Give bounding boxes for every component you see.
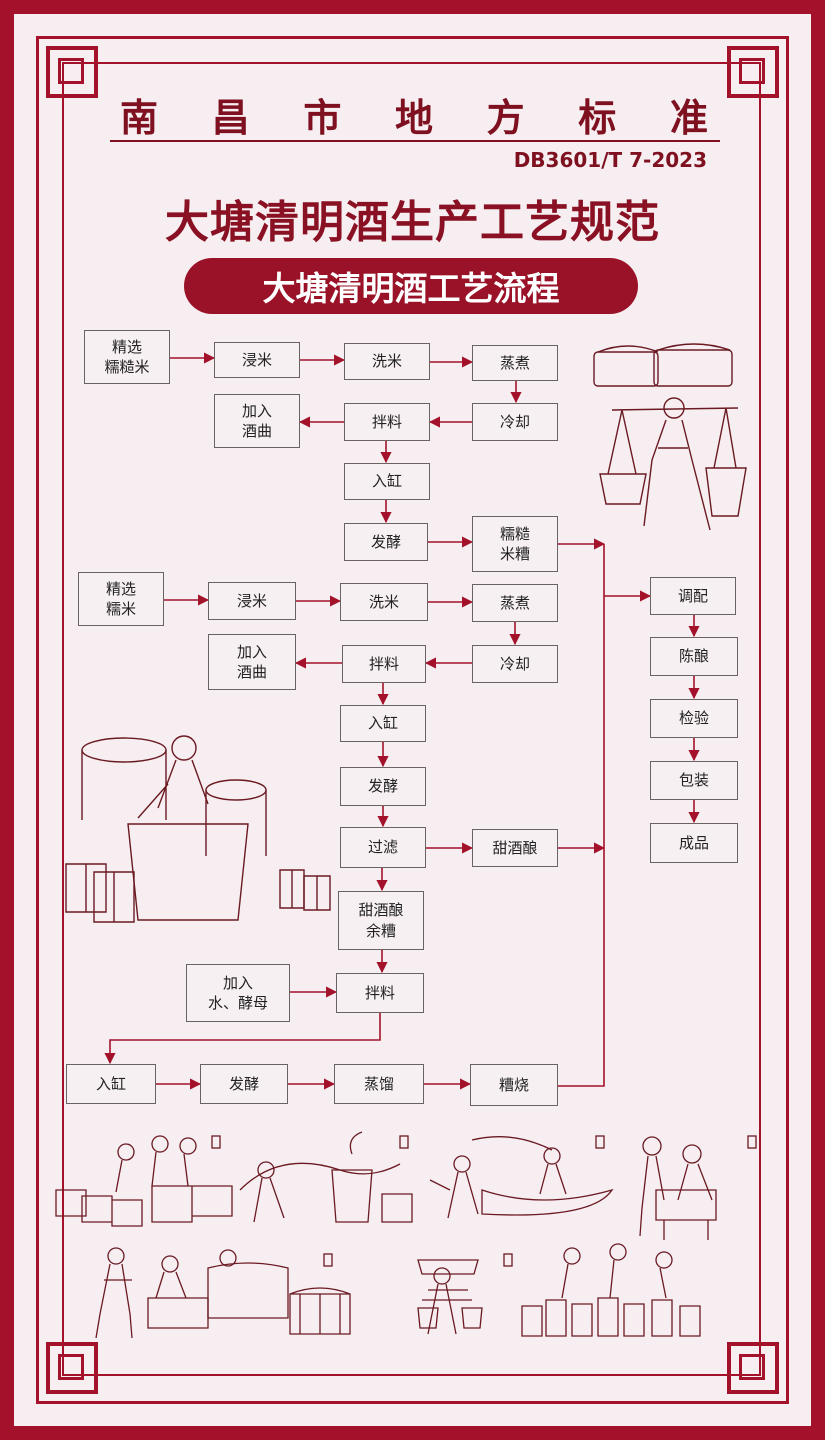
node-wash-rice: 洗米 xyxy=(344,343,430,380)
inner-frame-border xyxy=(62,62,761,1376)
node-soak-rice-2: 浸米 xyxy=(208,582,296,620)
node-steam-cook: 蒸煮 xyxy=(472,345,558,381)
node-brown-rice-mash: 糯糙 米糟 xyxy=(472,516,558,572)
node-into-vat: 入缸 xyxy=(344,463,430,500)
node-soak-rice: 浸米 xyxy=(214,342,300,378)
node-mix-3: 拌料 xyxy=(336,973,424,1013)
node-distill: 蒸馏 xyxy=(334,1064,424,1104)
node-inspect: 检验 xyxy=(650,699,738,738)
process-flow-title: 大塘清明酒工艺流程 xyxy=(262,269,560,308)
title-char: 准 xyxy=(669,95,710,140)
corner-ornament-bottom-left xyxy=(46,1342,98,1394)
node-steam-cook-2: 蒸煮 xyxy=(472,584,558,622)
node-cool-2: 冷却 xyxy=(472,645,558,683)
node-wash-rice-2: 洗米 xyxy=(340,583,428,621)
title-char: 南 xyxy=(120,95,161,140)
node-select-glutinous-rice: 精选 糯米 xyxy=(78,572,164,626)
node-finished-product: 成品 xyxy=(650,823,738,863)
standard-code: DB3601/T 7-2023 xyxy=(513,148,707,172)
node-mix: 拌料 xyxy=(344,403,430,441)
corner-ornament-top-left xyxy=(46,46,98,98)
node-add-koji: 加入 酒曲 xyxy=(214,394,300,448)
outer-frame-border xyxy=(36,36,789,1404)
node-cool: 冷却 xyxy=(472,403,558,441)
process-flow-banner: 大塘清明酒工艺流程 xyxy=(184,258,638,314)
title-char: 地 xyxy=(394,95,435,140)
node-into-vat-2: 入缸 xyxy=(340,705,426,742)
title-char: 方 xyxy=(486,95,527,140)
node-blend: 调配 xyxy=(650,577,736,615)
node-filter: 过滤 xyxy=(340,827,426,868)
node-select-glutinous-brown-rice: 精选 糯糙米 xyxy=(84,330,170,384)
rice-porter-illustration xyxy=(593,343,747,531)
node-mash-spirit: 糟烧 xyxy=(470,1064,558,1106)
node-into-vat-3: 入缸 xyxy=(66,1064,156,1104)
merge-line-b4 xyxy=(558,544,605,1087)
node-age: 陈酿 xyxy=(650,637,738,676)
node-mix-2: 拌料 xyxy=(342,645,426,683)
title-char: 市 xyxy=(303,95,344,140)
node-sweet-rice-wine: 甜酒酿 xyxy=(472,829,558,867)
header-divider xyxy=(110,140,720,142)
node-ferment-3: 发酵 xyxy=(200,1064,288,1104)
title-char: 标 xyxy=(578,95,619,140)
node-add-water-yeast: 加入 水、酵母 xyxy=(186,964,290,1022)
node-add-koji-2: 加入 酒曲 xyxy=(208,634,296,690)
issuing-authority-title: 南 昌 市 地 方 标 准 xyxy=(120,88,710,140)
main-title: 大塘清明酒生产工艺规范 xyxy=(165,197,660,248)
arrow-m14-b1 xyxy=(104,1013,381,1065)
node-sweet-rice-wine-residue: 甜酒酿 余糟 xyxy=(338,891,424,950)
small-barrels-illustration xyxy=(279,869,331,911)
node-package: 包装 xyxy=(650,761,738,800)
corner-ornament-bottom-right xyxy=(727,1342,779,1394)
title-char: 昌 xyxy=(211,95,252,140)
bottom-scenes-illustration xyxy=(55,1131,757,1339)
node-ferment-2: 发酵 xyxy=(340,767,426,806)
brewer-with-vats-illustration xyxy=(65,735,267,923)
node-ferment: 发酵 xyxy=(344,523,428,561)
corner-ornament-top-right xyxy=(727,46,779,98)
